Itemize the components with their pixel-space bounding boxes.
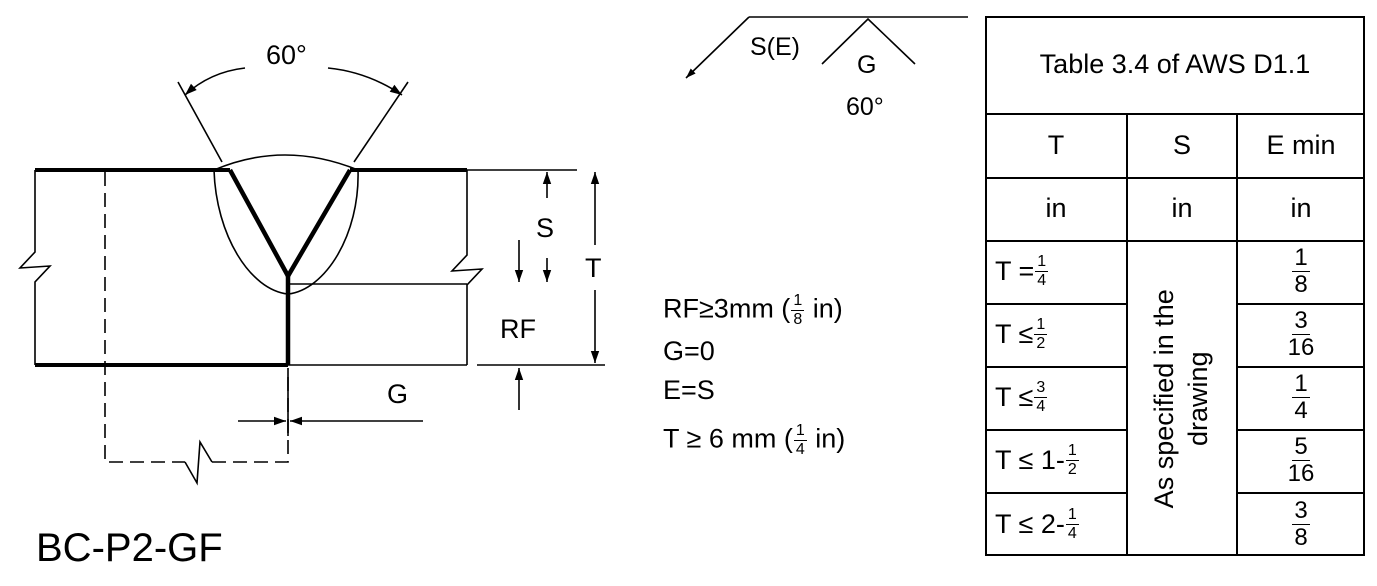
dimension-s [370, 169, 577, 282]
header-s: S [1172, 129, 1191, 160]
symbol-angle-label: 60° [846, 93, 884, 121]
dimension-s-label: S [536, 213, 555, 243]
dimension-t-label: T [585, 253, 602, 283]
header-e-min: E min [1266, 129, 1336, 160]
note-root-opening: G=0 [663, 336, 715, 366]
table-rule [1236, 113, 1238, 556]
merged-s-text-line2: drawing [1183, 351, 1213, 446]
table-rule [985, 303, 1128, 305]
dimension-rf-label: RF [500, 314, 536, 344]
table-rule [1237, 303, 1365, 305]
joint-designation: BC-P2-GF [36, 526, 223, 570]
unit-e: in [1290, 193, 1312, 223]
aws-table [985, 16, 1365, 556]
groove-angle-dimension [177, 67, 409, 163]
header-t: T [1047, 129, 1065, 160]
unit-s: in [1171, 193, 1193, 223]
weld-symbol [685, 16, 968, 79]
unit-t: in [1045, 193, 1067, 223]
groove-profile [228, 168, 352, 365]
table-rule [1237, 366, 1365, 368]
table-rule [985, 492, 1128, 494]
table-rule [985, 429, 1128, 431]
table-rule [1237, 492, 1365, 494]
weld-size-label: S(E) [750, 33, 800, 61]
table-title: Table 3.4 of AWS D1.1 [1039, 49, 1311, 79]
table-rule [1237, 429, 1365, 431]
note-effective-size: E=S [663, 375, 715, 405]
plate-outline [18, 168, 484, 367]
backing-break [184, 439, 213, 486]
table-rule [985, 366, 1128, 368]
table-rule [985, 240, 1365, 242]
weld-fusion-lines [213, 154, 467, 295]
backing-outline [104, 172, 289, 463]
dimension-t [477, 172, 605, 366]
groove-angle-label: 60° [266, 40, 307, 70]
dimension-g-label: G [387, 379, 409, 409]
table-rule [985, 177, 1365, 179]
merged-s-cell: As specified in the drawing [1127, 241, 1237, 556]
dimension-g [238, 370, 423, 436]
merged-s-text-line1: As specified in the [1149, 288, 1180, 509]
table-rule [985, 113, 1365, 115]
table-rule [1126, 113, 1128, 556]
root-opening-label: G [857, 51, 877, 79]
